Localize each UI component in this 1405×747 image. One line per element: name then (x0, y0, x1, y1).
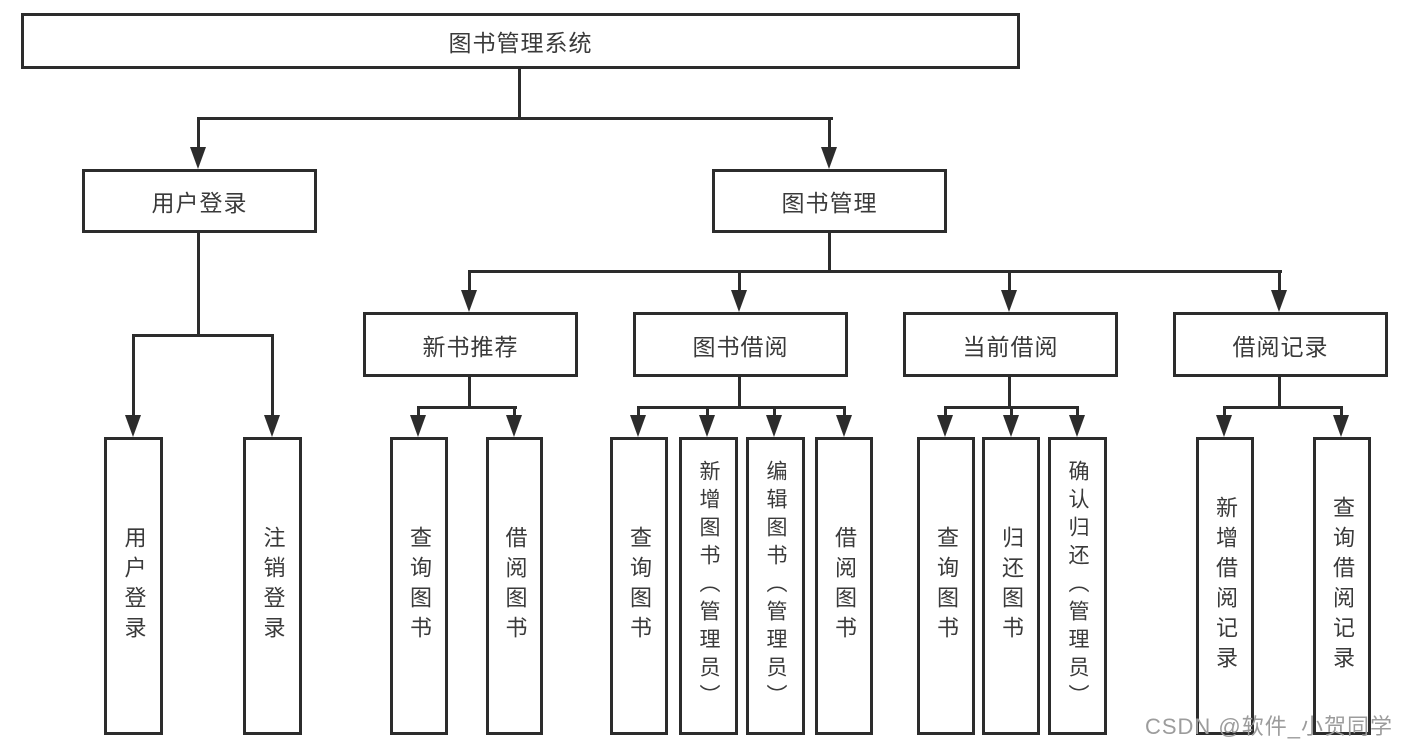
leaf-query-books-recommend: 查询图书 (390, 437, 448, 735)
arrowhead-icon (766, 415, 782, 437)
connector-line (1008, 270, 1011, 292)
connector-line (417, 406, 517, 409)
connector-line (1223, 406, 1343, 409)
leaf-label: 归还图书 (999, 526, 1024, 646)
arrowhead-icon (937, 415, 953, 437)
leaf-add-book-admin: 新增图书（管理员） (679, 437, 738, 735)
leaf-label: 查询图书 (407, 526, 432, 646)
node-label: 借阅记录 (1232, 333, 1329, 360)
node-label: 图书管理系统 (448, 30, 593, 56)
connector-line (197, 117, 833, 120)
connector-line (518, 69, 521, 120)
connector-line (738, 377, 741, 409)
csdn-watermark: CSDN @软件_小贺同学 (1144, 714, 1393, 739)
leaf-logout: 注销登录 (243, 437, 302, 735)
arrowhead-icon (461, 290, 477, 312)
leaf-label: 新增借阅记录 (1213, 496, 1238, 676)
arrowhead-icon (1069, 415, 1085, 437)
arrowhead-icon (731, 290, 747, 312)
arrowhead-icon (1271, 290, 1287, 312)
leaf-label: 新增图书（管理员） (697, 460, 720, 712)
connector-line (944, 406, 947, 418)
arrowhead-icon (190, 147, 206, 169)
leaf-label: 确认归还（管理员） (1066, 460, 1089, 712)
leaf-return-books: 归还图书 (982, 437, 1040, 735)
connector-line (468, 270, 471, 292)
leaf-label: 用户登录 (121, 526, 147, 646)
connector-line (1278, 377, 1281, 409)
connector-line (1010, 406, 1013, 418)
node-borrowing-records: 借阅记录 (1173, 312, 1388, 377)
arrowhead-icon (125, 415, 141, 437)
node-book-borrowing: 图书借阅 (633, 312, 848, 377)
arrowhead-icon (264, 415, 280, 437)
connector-line (417, 406, 420, 418)
arrowhead-icon (506, 415, 522, 437)
connector-line (513, 406, 516, 418)
connector-line (706, 406, 709, 418)
connector-line (637, 406, 640, 418)
node-new-book-recommend: 新书推荐 (363, 312, 578, 377)
node-label: 图书借阅 (692, 333, 789, 360)
connector-line (271, 334, 274, 418)
arrowhead-icon (821, 147, 837, 169)
connector-line (828, 233, 831, 273)
leaf-label: 查询图书 (934, 526, 959, 646)
node-label: 用户登录 (151, 190, 248, 216)
leaf-label: 注销登录 (260, 526, 286, 646)
leaf-user-login: 用户登录 (104, 437, 163, 735)
leaf-borrow-books-recommend: 借阅图书 (486, 437, 543, 735)
leaf-query-books-current: 查询图书 (917, 437, 975, 735)
connector-line (132, 334, 135, 418)
leaf-edit-book-admin: 编辑图书（管理员） (746, 437, 805, 735)
arrowhead-icon (699, 415, 715, 437)
leaf-label: 借阅图书 (832, 526, 857, 646)
connector-line (1076, 406, 1079, 418)
connector-line (468, 270, 1282, 273)
connector-line (468, 377, 471, 409)
connector-line (1223, 406, 1226, 418)
leaf-query-borrow-record: 查询借阅记录 (1313, 437, 1371, 735)
node-library-management-system: 图书管理系统 (21, 13, 1020, 69)
leaf-label: 编辑图书（管理员） (764, 460, 787, 712)
arrowhead-icon (1003, 415, 1019, 437)
node-label: 图书管理 (781, 190, 878, 216)
leaf-label: 查询图书 (627, 526, 652, 646)
node-label: 新书推荐 (422, 333, 519, 360)
leaf-borrow-books-borrowing: 借阅图书 (815, 437, 873, 735)
leaf-label: 查询借阅记录 (1330, 496, 1355, 676)
arrowhead-icon (630, 415, 646, 437)
connector-line (1278, 270, 1281, 292)
connector-line (197, 233, 200, 337)
node-current-borrowing: 当前借阅 (903, 312, 1118, 377)
arrowhead-icon (410, 415, 426, 437)
leaf-add-borrow-record: 新增借阅记录 (1196, 437, 1254, 735)
connector-line (637, 406, 846, 409)
node-label: 当前借阅 (962, 333, 1059, 360)
leaf-label: 借阅图书 (502, 526, 528, 646)
connector-line (843, 406, 846, 418)
leaf-confirm-return-admin: 确认归还（管理员） (1048, 437, 1107, 735)
connector-line (1340, 406, 1343, 418)
leaf-query-books-borrowing: 查询图书 (610, 437, 668, 735)
connector-line (132, 334, 274, 337)
arrowhead-icon (1333, 415, 1349, 437)
connector-line (1008, 377, 1011, 409)
node-user-login: 用户登录 (82, 169, 317, 233)
arrowhead-icon (1001, 290, 1017, 312)
connector-line (828, 117, 831, 150)
arrowhead-icon (1216, 415, 1232, 437)
node-book-management: 图书管理 (712, 169, 947, 233)
arrowhead-icon (836, 415, 852, 437)
connector-line (738, 270, 741, 292)
connector-line (773, 406, 776, 418)
connector-line (197, 117, 200, 150)
